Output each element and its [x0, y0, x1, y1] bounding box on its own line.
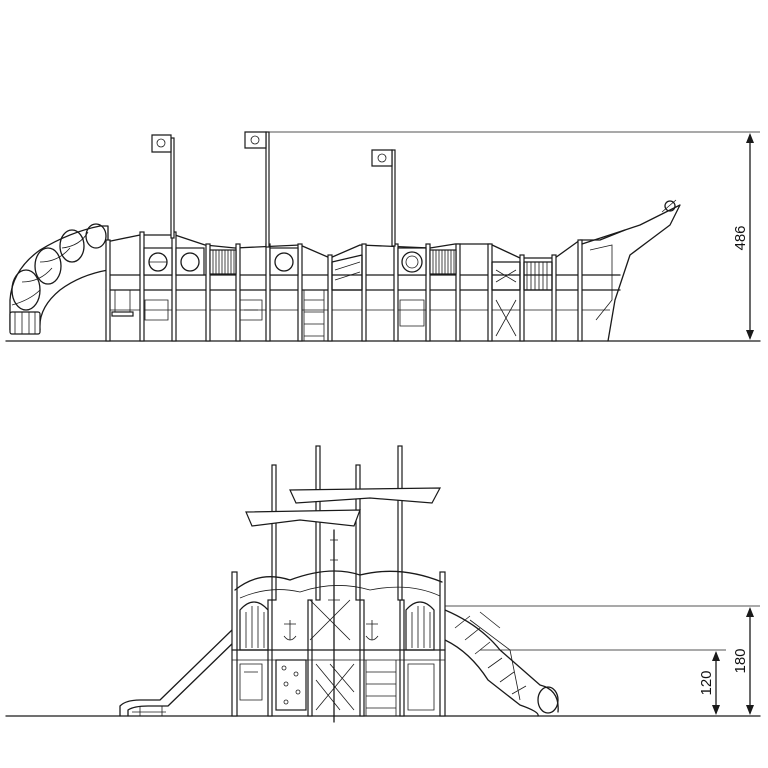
- side-elevation: 486: [5, 131, 761, 342]
- porthole: [401, 251, 423, 273]
- dimension-label-180: 180: [732, 648, 749, 673]
- height-dimension-side: 486: [268, 131, 760, 340]
- figurehead: [664, 200, 676, 212]
- flag-2: [244, 131, 267, 149]
- front-ladder: [365, 660, 397, 716]
- sail-upper: [289, 487, 442, 504]
- ship-bow: [581, 204, 681, 342]
- tunnel-2: [429, 249, 457, 275]
- arched-window-left: [239, 601, 269, 651]
- front-mast-1: [271, 464, 277, 601]
- front-mast-2: [315, 445, 321, 601]
- left-slide: [119, 629, 237, 717]
- arched-window-right: [405, 601, 435, 651]
- right-slide: [444, 609, 559, 717]
- height-dimension-front: 180 120: [445, 605, 760, 715]
- front-mast-4: [397, 445, 403, 601]
- porthole: [274, 252, 294, 272]
- flag-3: [371, 149, 393, 167]
- tunnel-1: [209, 249, 237, 275]
- front-elevation: 180 120: [5, 445, 761, 723]
- front-structure: [231, 445, 446, 723]
- side-structure: [105, 131, 681, 342]
- swing-seats: [111, 290, 134, 317]
- mast-1: [170, 137, 175, 239]
- ladder: [303, 290, 325, 341]
- mast-2: [265, 131, 270, 248]
- mast-3: [391, 149, 396, 247]
- climbing-wall: [275, 659, 307, 711]
- tube-slide: [9, 223, 109, 335]
- dimension-label-486: 486: [732, 225, 749, 250]
- sail-lower: [245, 509, 361, 527]
- dimension-label-120: 120: [698, 670, 715, 695]
- front-mast-3: [355, 464, 361, 601]
- flag-1: [151, 134, 172, 153]
- porthole: [180, 252, 200, 272]
